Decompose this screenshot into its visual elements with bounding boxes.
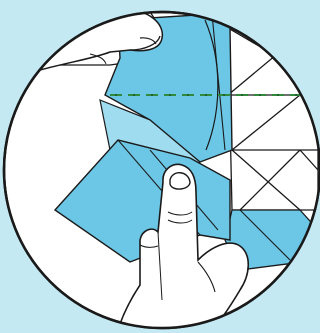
folded-paper-white-panels bbox=[228, 28, 318, 210]
